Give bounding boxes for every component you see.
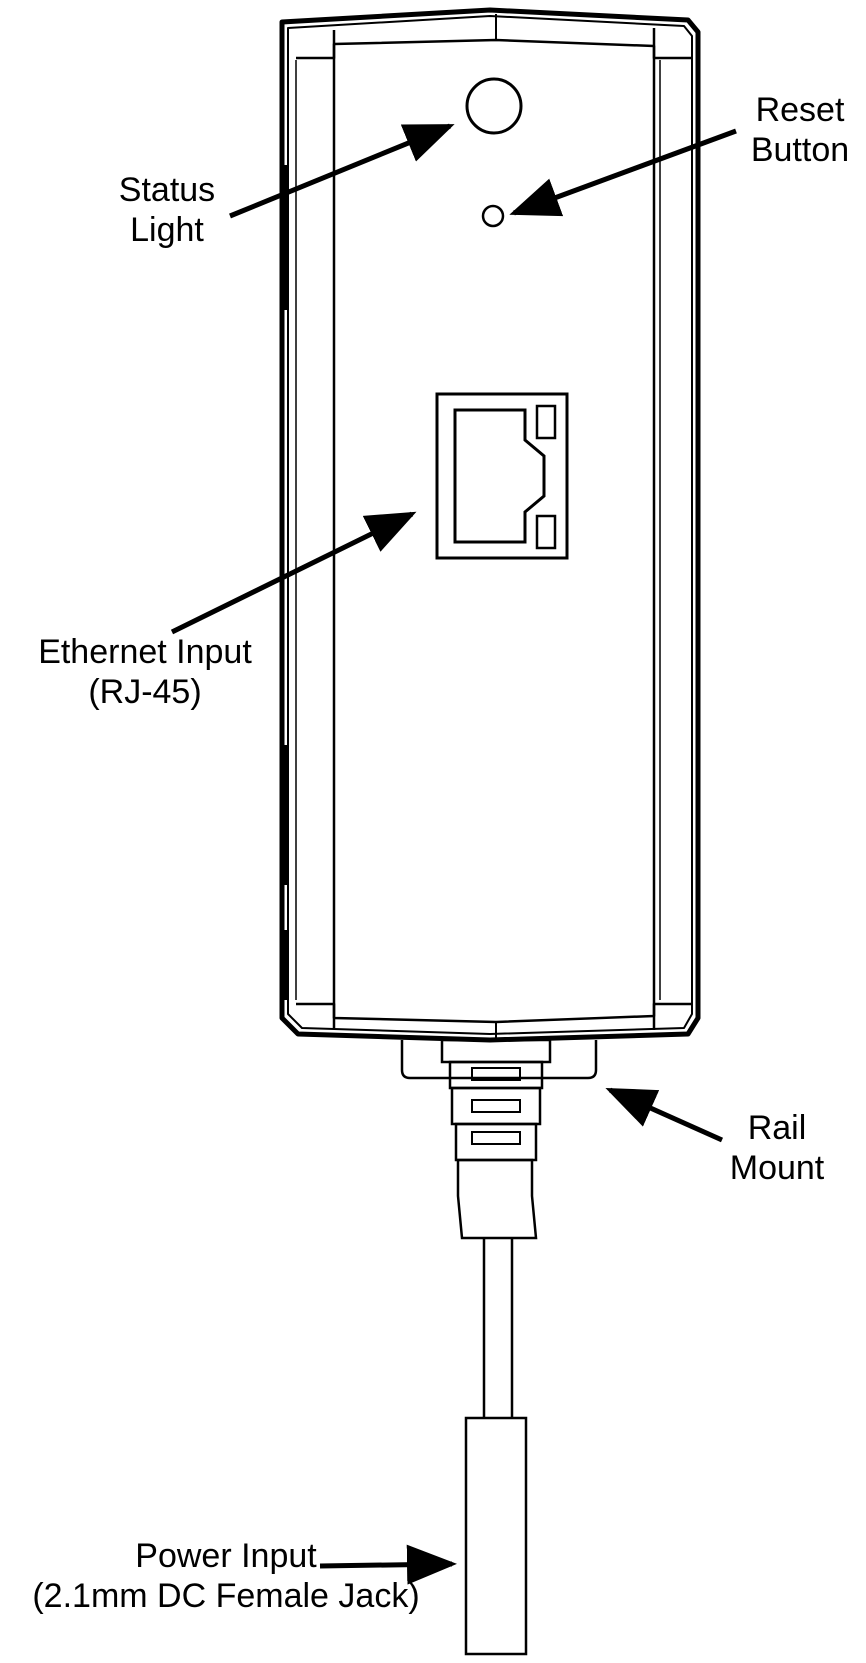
body-inner-outline	[287, 15, 693, 1035]
status-light-circle	[465, 77, 523, 135]
reset-button-label-line-2: Button	[750, 131, 850, 169]
power-input-label-line-2: (2.1mm DC Female Jack)	[32, 1577, 420, 1615]
top-bezel	[296, 38, 692, 60]
rj45-led-top	[535, 404, 557, 440]
dc-jack	[464, 1416, 528, 1656]
reset-button-label: Reset Button	[738, 90, 862, 170]
status-light-label: Status Light	[92, 170, 242, 250]
bottom-bezel	[296, 1002, 692, 1024]
ethernet-input-label-line-2: (RJ-45)	[88, 673, 202, 711]
reset-button-label-line-1: Reset	[755, 91, 845, 129]
power-cable	[482, 1238, 514, 1418]
rail-mount-arrow	[605, 1087, 724, 1143]
rail-mount-label-line-2: Mount	[729, 1149, 825, 1187]
status-light-arrow	[229, 123, 455, 219]
ethernet-input-label-line-1: Ethernet Input	[38, 633, 252, 671]
rail-mount-label: Rail Mount	[712, 1108, 842, 1188]
rail-mount-bracket	[400, 1040, 598, 1080]
power-input-arrow	[319, 1544, 457, 1585]
power-input-label: Power Input (2.1mm DC Female Jack)	[6, 1536, 446, 1616]
callout-arrows	[170, 123, 737, 1585]
ethernet-input-arrow	[170, 511, 417, 635]
body-outline	[279, 7, 701, 1043]
ethernet-input-label: Ethernet Input (RJ-45)	[20, 632, 270, 712]
rj45-led-bottom	[535, 514, 557, 550]
rj45-opening	[453, 408, 546, 544]
status-light-label-line-2: Light	[130, 211, 204, 249]
reset-button-circle	[481, 204, 505, 228]
power-input-label-line-1: Power Input	[135, 1537, 317, 1575]
rj45-port	[435, 392, 569, 560]
reset-button-arrow	[509, 128, 737, 217]
device-body	[279, 7, 701, 1043]
strain-relief	[440, 1038, 552, 1240]
rj45-housing	[435, 392, 569, 560]
rail-mount-label-line-1: Rail	[747, 1109, 807, 1147]
status-light-label-line-1: Status	[118, 171, 216, 209]
